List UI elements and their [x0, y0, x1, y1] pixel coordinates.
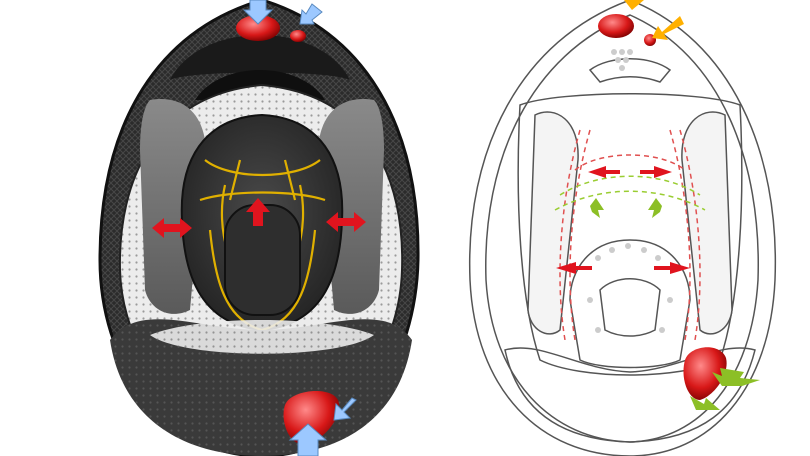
airflow-in-icon	[690, 368, 760, 410]
up-arrow-icon	[246, 198, 270, 226]
left-helmet-render	[98, 0, 420, 456]
top-vent-arch	[170, 35, 350, 80]
airflow-in-icon	[242, 0, 323, 25]
airflow-in-icon	[624, 0, 684, 40]
arrow-left-icon	[654, 262, 690, 274]
drawing-green-arrows	[590, 198, 662, 218]
drawing-chin-vent	[683, 347, 727, 400]
drawing-red-arrows	[556, 166, 690, 274]
arrow-right-icon	[588, 166, 620, 178]
expand-arrows	[152, 198, 366, 238]
chin-vent-button	[283, 390, 340, 445]
airflow-in-icon	[288, 397, 357, 456]
neck-roll	[110, 319, 412, 456]
arrow-left-icon	[640, 166, 672, 178]
double-arrow-icon	[326, 212, 366, 232]
drawing-vent-holes	[611, 49, 633, 71]
double-arrow-icon	[152, 218, 192, 238]
arrow-right-icon	[556, 262, 592, 274]
adjust-dash-lines	[554, 129, 706, 341]
drawing-top-vent	[598, 14, 634, 38]
top-vent-button	[236, 15, 280, 41]
